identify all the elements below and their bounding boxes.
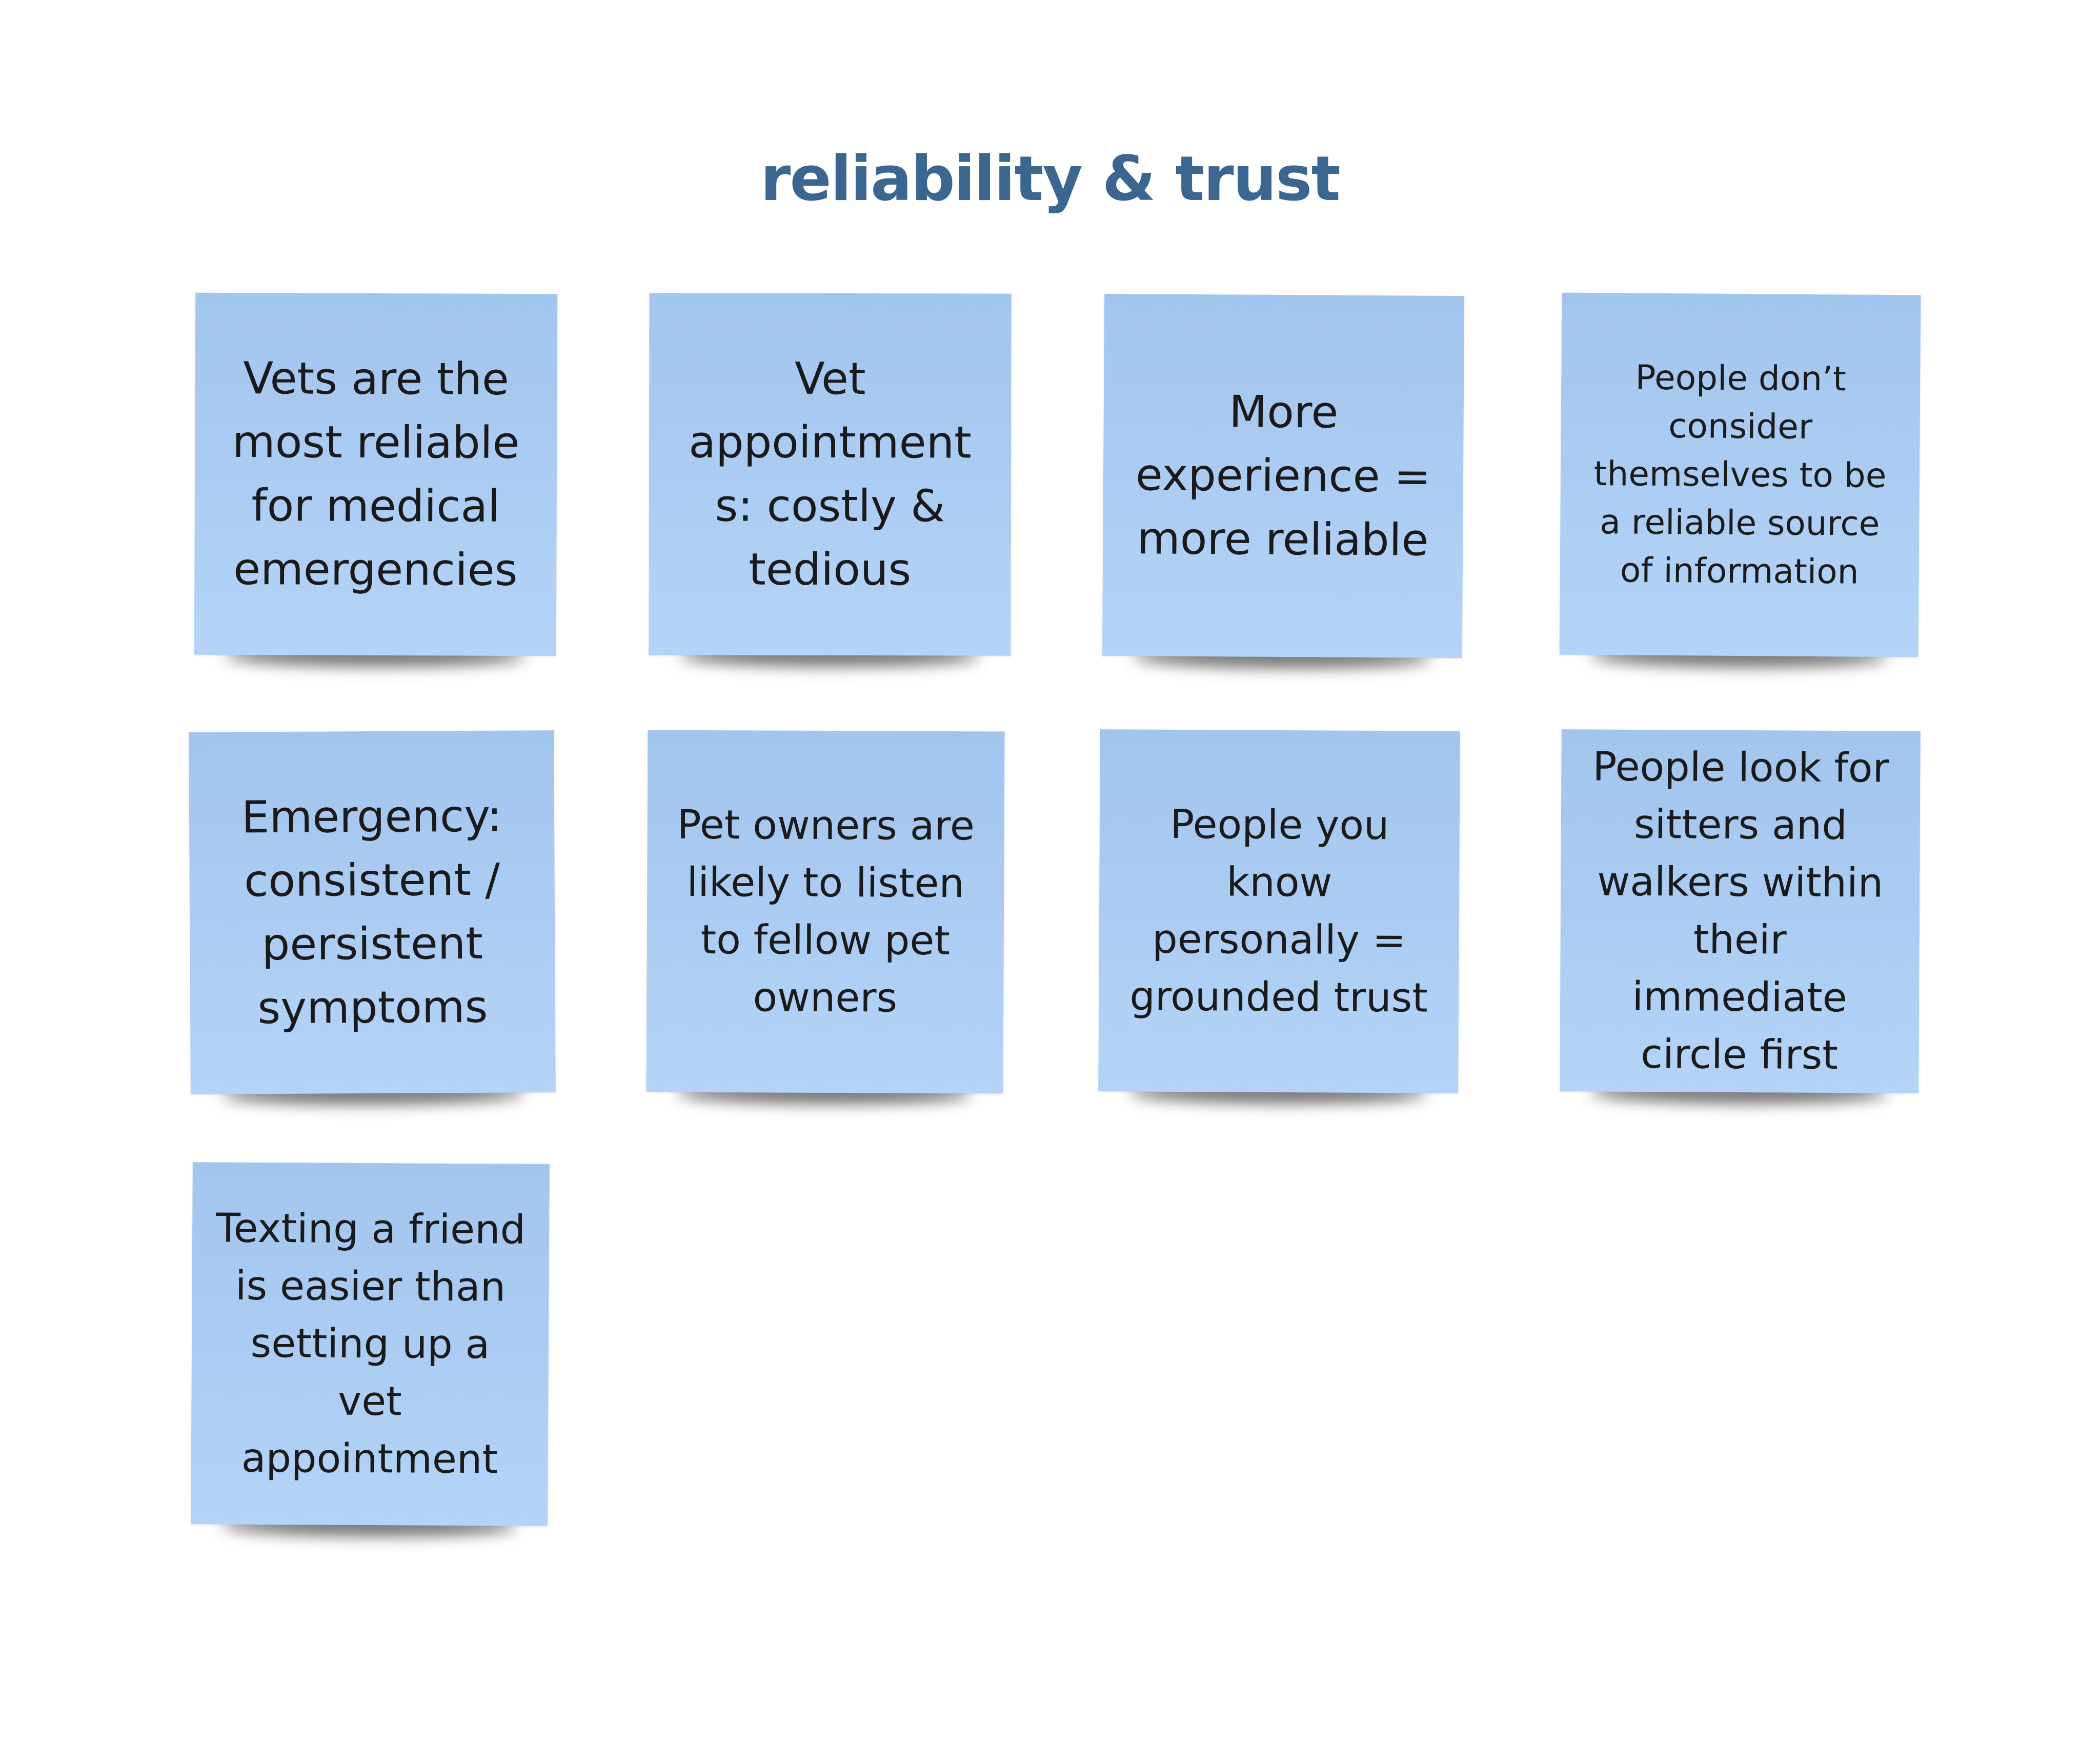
sticky-note-wrapper[interactable]: Texting a friend is easier than setting … <box>191 1162 550 1537</box>
sticky-note-wrapper[interactable]: Vet appointment s: costly & tedious <box>649 293 1012 667</box>
sticky-note-wrapper[interactable]: People don’t consider themselves to be a… <box>1559 292 1921 669</box>
sticky-note-text: People you know personally = grounded tr… <box>1129 801 1428 1022</box>
sticky-note[interactable]: Pet owners are likely to listen to fello… <box>646 730 1005 1094</box>
sticky-note-wrapper[interactable]: Emergency: consistent / persistent sympt… <box>189 730 556 1106</box>
sticky-note-text: People don’t consider themselves to be a… <box>1593 357 1887 592</box>
sticky-note[interactable]: Emergency: consistent / persistent sympt… <box>189 730 556 1094</box>
sticky-note[interactable]: People look for sitters and walkers with… <box>1560 729 1921 1093</box>
board-title: reliability & trust <box>760 144 1341 215</box>
sticky-note-wrapper[interactable]: People look for sitters and walkers with… <box>1560 729 1921 1105</box>
sticky-note-text: Pet owners are likely to listen to fello… <box>677 802 975 1022</box>
sticky-note-text: Vet appointment s: costly & tedious <box>689 353 972 596</box>
sticky-note-wrapper[interactable]: Pet owners are likely to listen to fello… <box>646 730 1005 1105</box>
sticky-note-text: Vets are the most reliable for medical e… <box>232 353 520 596</box>
sticky-note[interactable]: Vets are the most reliable for medical e… <box>194 292 558 656</box>
sticky-note-text: More experience = more reliable <box>1135 386 1431 566</box>
sticky-note-text: Texting a friend is easier than setting … <box>215 1205 526 1483</box>
sticky-note[interactable]: People you know personally = grounded tr… <box>1098 729 1460 1093</box>
sticky-note-wrapper[interactable]: Vets are the most reliable for medical e… <box>194 292 558 668</box>
sticky-note-text: People look for sitters and walkers with… <box>1592 744 1889 1079</box>
sticky-note-wrapper[interactable]: People you know personally = grounded tr… <box>1098 729 1460 1105</box>
sticky-note-wrapper[interactable]: More experience = more reliable <box>1102 293 1465 669</box>
sticky-note[interactable]: People don’t consider themselves to be a… <box>1559 292 1921 657</box>
sticky-note[interactable]: Vet appointment s: costly & tedious <box>649 293 1012 656</box>
sticky-note-text: Emergency: consistent / persistent sympt… <box>241 790 502 1034</box>
sticky-note[interactable]: Texting a friend is easier than setting … <box>191 1162 550 1526</box>
sticky-note[interactable]: More experience = more reliable <box>1102 293 1465 658</box>
